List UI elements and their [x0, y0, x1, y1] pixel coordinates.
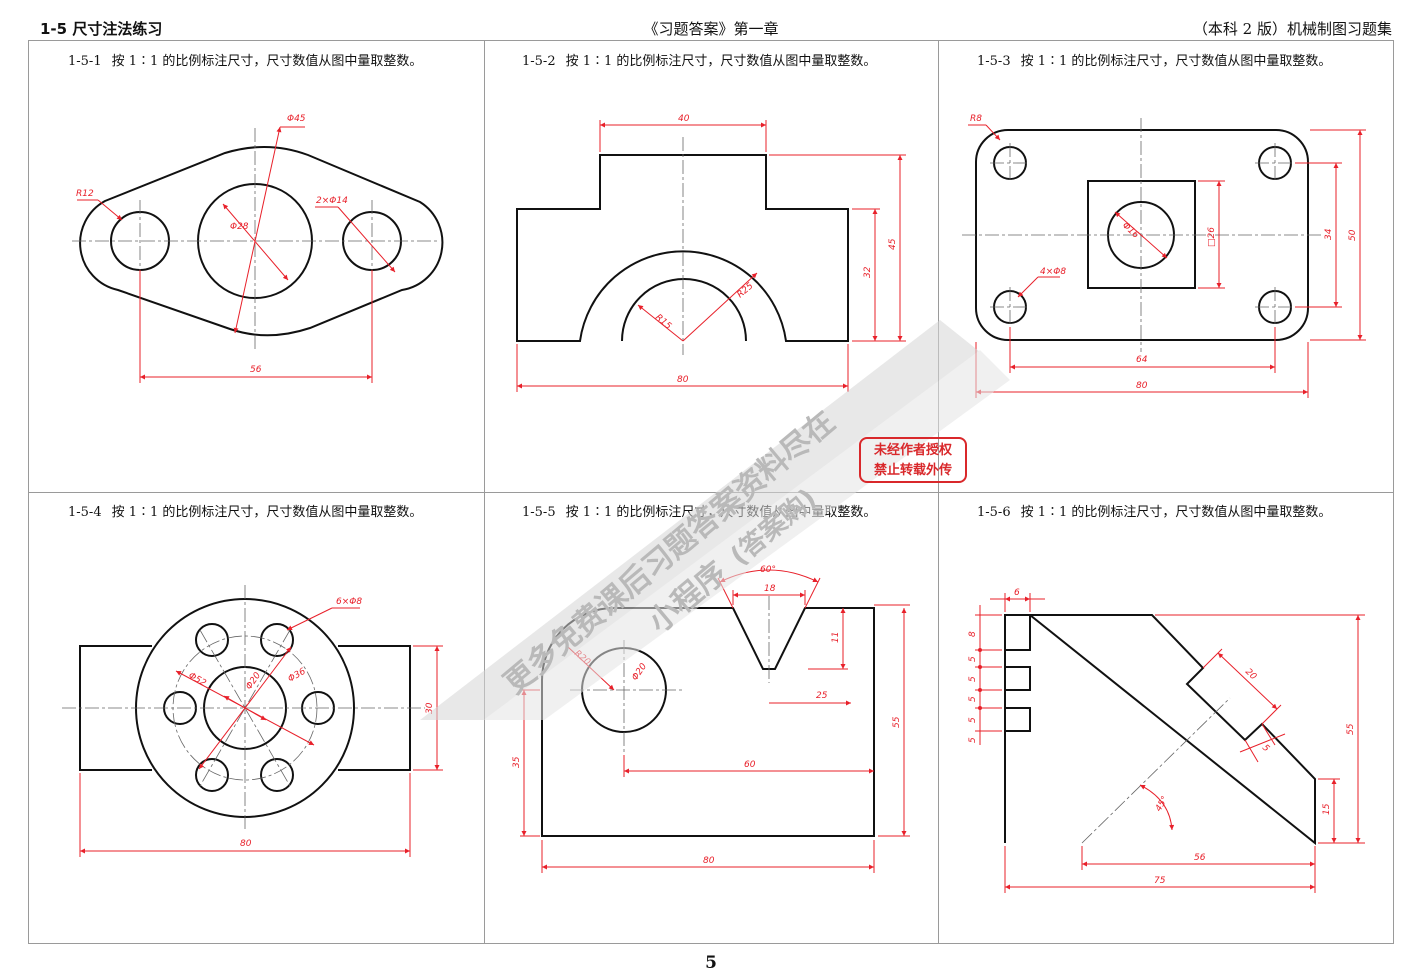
- dim-label: 80: [677, 375, 689, 385]
- drawing-1-5-2: 40 45 32 R25 R15 80: [516, 114, 906, 392]
- dim-label: Φ20: [630, 662, 649, 683]
- drawing-1-5-1: Φ45 R12 2×Φ14 Φ28 56: [72, 114, 444, 383]
- dim-label: 8: [968, 631, 978, 637]
- section-title: 1-5 尺寸注法练习: [40, 20, 163, 38]
- dim-label: □26: [1207, 227, 1217, 247]
- dim-label: R12: [76, 189, 94, 199]
- dim-label: 5: [968, 717, 978, 723]
- copyright-stamp: 未经作者授权 禁止转载外传: [859, 437, 967, 483]
- dim-label: Φ45: [287, 114, 306, 124]
- dim-label: 6: [1014, 588, 1020, 598]
- dim-label: 15: [1322, 803, 1332, 815]
- dim-label: 60: [744, 760, 756, 770]
- dim-label: Φ16: [1120, 221, 1141, 241]
- dim-label: R8: [970, 114, 982, 124]
- drawing-1-5-4: 6×Φ8 Φ52 Φ20 Φ36 30 80: [62, 585, 443, 857]
- stamp-line: 未经作者授权: [873, 443, 952, 458]
- dim-label: 5: [968, 696, 978, 702]
- dim-label: 30: [425, 702, 435, 714]
- page-number: 5: [705, 953, 717, 973]
- dim-label: 50: [1348, 229, 1358, 241]
- dim-label: 80: [1136, 381, 1148, 391]
- dim-label: 55: [1346, 723, 1356, 735]
- dim-label: R15: [653, 313, 673, 332]
- book-title: （本科 2 版）机械制图习题集: [1192, 20, 1392, 38]
- dim-label: 45°: [1154, 795, 1171, 814]
- dim-label: 5: [968, 737, 978, 743]
- dim-label: 4×Φ8: [1040, 267, 1066, 277]
- dim-label: 20: [1243, 667, 1258, 682]
- dim-label: 18: [764, 584, 776, 594]
- dim-label: 45: [888, 238, 898, 250]
- dim-label: 56: [1194, 853, 1206, 863]
- dim-label: 6×Φ8: [336, 597, 362, 607]
- drawing-1-5-3: R8 Φ16 □26 34 50 4×Φ8 64 80: [962, 114, 1366, 398]
- dim-label: 60°: [760, 565, 776, 575]
- dim-label: 40: [678, 114, 690, 124]
- book-chapter: 《习题答案》第一章: [643, 20, 779, 38]
- dim-label: 80: [703, 856, 715, 866]
- dim-label: 64: [1136, 355, 1148, 365]
- dim-label: 2×Φ14: [316, 196, 348, 206]
- dim-label: 80: [240, 839, 252, 849]
- dim-label: 34: [1324, 228, 1334, 240]
- drawing-1-5-6: 6 8 5 5 5 5 5 20 5 55 45° 15 56 75: [968, 588, 1365, 893]
- dim-label: 5: [1260, 743, 1271, 754]
- dim-label: R25: [736, 281, 756, 300]
- dim-label: 56: [250, 365, 262, 375]
- dim-label: 5: [968, 676, 978, 682]
- dim-label: 75: [1154, 876, 1166, 886]
- dim-label: 55: [892, 716, 902, 728]
- dim-label: 5: [968, 656, 978, 662]
- dim-label: Φ28: [230, 222, 249, 232]
- stamp-line: 禁止转载外传: [873, 463, 952, 478]
- dim-label: 11: [831, 632, 841, 643]
- dim-label: Φ36: [287, 667, 308, 685]
- dim-label: 32: [863, 266, 873, 278]
- dim-label: 25: [816, 691, 828, 701]
- drawing-1-5-5: 60° 18 11 R20 Φ20 25 35 60 55 80: [512, 565, 910, 873]
- dim-label: 35: [512, 756, 522, 768]
